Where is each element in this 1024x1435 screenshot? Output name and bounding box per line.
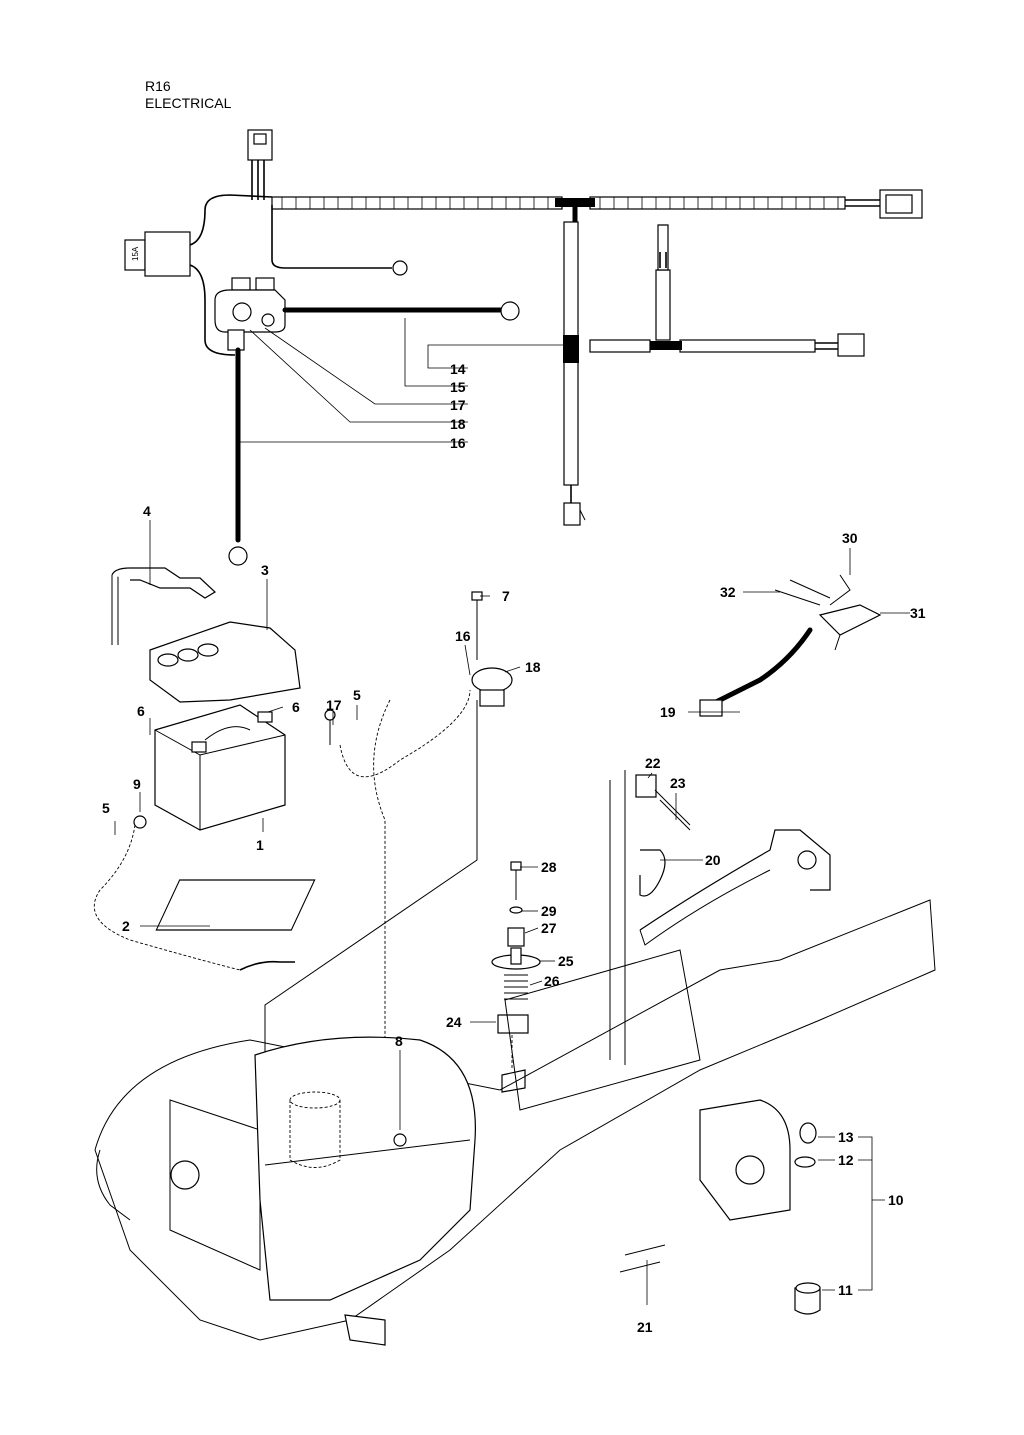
callout-16a: 16 [450,435,466,451]
fuse-rating-label: 15A [131,246,140,261]
callout-31: 31 [910,605,926,621]
ground-wire [271,205,392,269]
negative-route [93,824,241,971]
battery-pad [155,879,316,931]
callout-leaders [114,520,910,1305]
callout-19: 19 [660,704,676,720]
harness-right-branch-b [679,339,816,353]
starter-solenoid [214,277,286,351]
harness-up-branch [655,269,671,341]
harness-connector-bottom [563,485,586,526]
callout-28: 28 [541,859,557,875]
callout-14: 14 [450,361,466,377]
cable-route-8 [373,699,391,1140]
callout-29: 29 [541,903,557,919]
callout-12: 12 [838,1152,854,1168]
callout-1: 1 [256,837,264,853]
callout-13: 13 [838,1129,854,1145]
section-title: ELECTRICAL [145,95,232,111]
switch-assembly [491,774,691,1093]
harness-top-plug [247,129,273,200]
callout-18b: 18 [525,659,541,675]
callout-25: 25 [558,953,574,969]
harness-junction-mid [563,335,579,363]
battery-cover [149,621,301,703]
callout-17a: 17 [450,397,466,413]
callout-16b: 16 [455,628,471,644]
fuse-holder: 15A [124,231,191,277]
harness-main-loom [271,196,846,469]
callout-32: 32 [720,584,736,600]
callout-22: 22 [645,755,661,771]
callout-3: 3 [261,562,269,578]
harness-connector-right-top [845,189,923,219]
callout-20: 20 [705,852,721,868]
bolt-7 [264,591,483,1060]
callout-30: 30 [842,530,858,546]
callout-15: 15 [450,379,466,395]
battery-cable-terminal [500,301,520,321]
fuse-wire-lower [189,264,236,356]
callout-8: 8 [395,1033,403,1049]
harness-right-branch-a [589,339,651,353]
callout-26: 26 [544,973,560,989]
pins-21 [619,1244,666,1273]
callout-10: 10 [888,1192,904,1208]
harness-connector-right-mid [815,333,865,357]
fuse-wire-upper [189,194,273,246]
battery [154,704,286,831]
callout-2: 2 [122,918,130,934]
engine [254,1036,476,1346]
page-header: R16 ELECTRICAL [145,78,231,112]
callout-6a: 6 [137,703,145,719]
battery-hold-down-bracket [111,567,216,645]
tractor-frame [94,770,936,1341]
callout-27: 27 [541,920,557,936]
callout-24: 24 [446,1014,462,1030]
callout-18a: 18 [450,416,466,432]
harness-vertical-loom-upper [563,221,579,338]
positive-route [339,689,471,778]
harness-connector-up [657,224,669,271]
callout-21: 21 [637,1319,653,1335]
harness-vertical-loom-lower [563,359,579,486]
callout-7: 7 [502,588,510,604]
callout-9: 9 [133,776,141,792]
callout-5a: 5 [102,800,110,816]
callout-23: 23 [670,775,686,791]
solenoid-mount [471,667,513,707]
callout-numbers: 1 2 3 4 5 5 6 6 7 8 9 10 11 12 13 14 15 … [102,361,926,1335]
model-code: R16 [145,78,171,94]
callout-4: 4 [143,503,151,519]
wire-harness: 15A [124,129,923,566]
callout-17b: 17 [326,697,342,713]
ground-ring-terminal [392,260,408,276]
engine-mount-parts [794,1122,821,1315]
callout-5b: 5 [353,687,361,703]
callout-6b: 6 [292,699,300,715]
callout-11: 11 [838,1282,853,1298]
negative-cable-terminal [228,546,248,566]
